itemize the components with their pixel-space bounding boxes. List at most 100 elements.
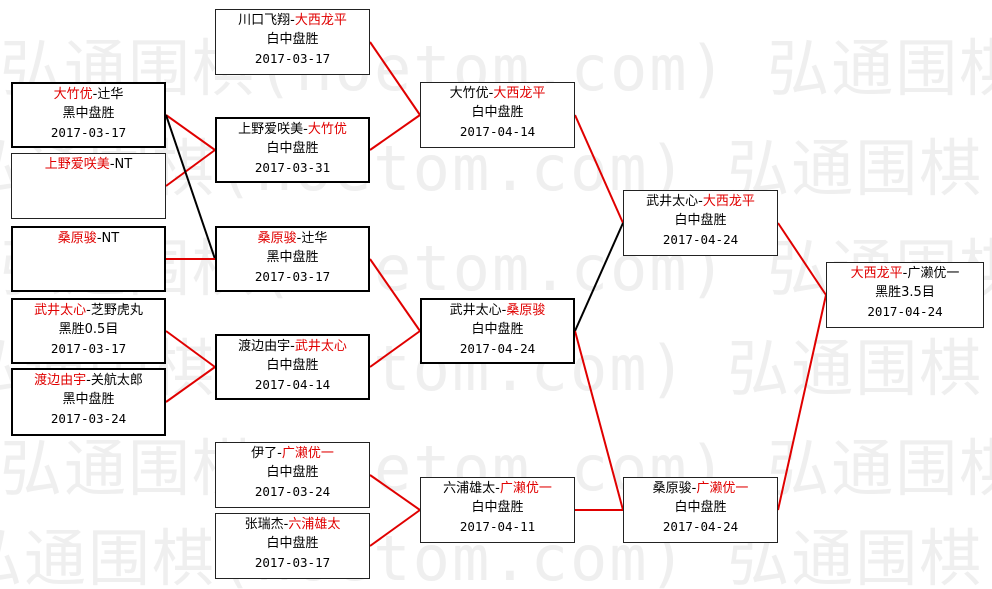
players-line: 大竹优-辻华 [13, 85, 164, 104]
connector-otake-to-r2 [165, 114, 216, 151]
match-date: 2017-04-11 [459, 519, 536, 534]
player-black: 武井太心 [34, 303, 87, 318]
match-box-ueno-nt[interactable]: 上野爱咲美-NT [11, 153, 166, 219]
match-date: 2017-04-24 [662, 519, 739, 534]
players-line: 川口飞翔-大西龙平 [216, 11, 369, 30]
match-date: 2017-03-17 [254, 269, 331, 284]
match-result: 白中盘胜 [674, 500, 727, 515]
connector-mutsuura-to-r3 [369, 509, 421, 547]
connector-hirose-to-r3 [369, 474, 421, 511]
player-black: 六浦雄太 [443, 481, 496, 496]
players-line: 伊了-广濑优一 [216, 444, 369, 463]
player-white: 大竹优 [307, 122, 347, 137]
vs-separator: - [86, 373, 91, 388]
match-result: 白中盘胜 [471, 500, 524, 515]
connector-ueno-to-r2 [165, 149, 216, 187]
vs-separator: - [92, 87, 98, 102]
match-box-mui-onishi[interactable]: 武井太心-大西龙平白中盘胜 2017-04-24 [623, 190, 778, 256]
match-result: 黑胜3.5目 [875, 285, 935, 300]
player-black: 桑原骏 [57, 231, 97, 246]
player-white: NT [114, 157, 133, 172]
match-date: 2017-03-17 [50, 341, 127, 356]
player-black: 大西龙平 [850, 266, 903, 281]
match-box-zhang-mutsuura[interactable]: 张瑞杰-六浦雄太白中盘胜 2017-03-17 [215, 513, 370, 579]
match-result: 白中盘胜 [471, 322, 524, 337]
match-date: 2017-04-14 [254, 377, 331, 392]
players-line: 张瑞杰-六浦雄太 [216, 515, 369, 534]
player-white: 辻华 [97, 87, 124, 102]
players-line: 上野爱咲美-大竹优 [217, 120, 368, 139]
player-white: 广濑优一 [696, 481, 749, 496]
player-white: 广濑优一 [281, 446, 334, 461]
match-date: 2017-04-24 [662, 232, 739, 247]
vs-separator: - [296, 231, 302, 246]
connector-otake-to-r3 [369, 114, 421, 151]
vs-separator: - [495, 481, 500, 496]
player-black: 川口飞翔 [238, 13, 291, 28]
match-result: 白中盘胜 [471, 105, 524, 120]
player-white: 关航太郎 [90, 373, 143, 388]
match-box-otake-onishi[interactable]: 大竹优-大西龙平白中盘胜 2017-04-14 [420, 82, 575, 148]
vs-separator: - [283, 517, 289, 532]
player-white: 大西龙平 [702, 194, 755, 209]
match-result: 黑中盘胜 [62, 106, 115, 121]
player-black: 武井太心 [449, 303, 502, 318]
match-result: 黑胜0.5目 [58, 322, 119, 337]
match-result: 白中盘胜 [674, 213, 727, 228]
player-white: 武井太心 [294, 339, 347, 354]
match-box-final[interactable]: 大西龙平-广濑优一黑胜3.5目 2017-04-24 [826, 262, 984, 328]
vs-separator: - [86, 303, 91, 318]
match-date: 2017-03-17 [254, 555, 331, 570]
player-white: 广濑优一 [907, 266, 960, 281]
vs-separator: - [691, 481, 697, 496]
players-line: 大西龙平-广濑优一 [827, 264, 983, 283]
match-box-mutsuura-hirose[interactable]: 六浦雄太-广濑优一白中盘胜 2017-04-11 [420, 477, 575, 543]
match-result: 黑中盘胜 [62, 392, 115, 407]
players-line: 渡边由宇-武井太心 [217, 337, 368, 356]
match-date: 2017-04-14 [459, 124, 536, 139]
player-black: 大竹优 [449, 86, 489, 101]
players-line: 渡边由宇-关航太郎 [13, 371, 164, 390]
players-line: 六浦雄太-广濑优一 [421, 479, 574, 498]
player-black: 大竹优 [53, 87, 93, 102]
vs-separator: - [501, 303, 507, 318]
vs-separator: - [902, 266, 908, 281]
match-date: 2017-04-24 [459, 341, 536, 356]
player-black: 渡边由宇 [34, 373, 87, 388]
players-line: 武井太心-桑原骏 [422, 301, 573, 320]
match-result: 白中盘胜 [266, 32, 319, 47]
players-line: 桑原骏-辻华 [217, 229, 368, 248]
connector-mui-to-r4 [574, 222, 624, 332]
player-white: NT [101, 231, 120, 246]
match-box-mui-kuwabara[interactable]: 武井太心-桑原骏白中盘胜 2017-04-24 [420, 298, 575, 364]
player-black: 张瑞杰 [244, 517, 284, 532]
player-black: 上野爱咲美 [44, 157, 110, 172]
connector-onishi-to-r3 [369, 41, 421, 116]
vs-separator: - [488, 86, 494, 101]
player-black: 伊了 [251, 446, 278, 461]
connector-hirose-to-final [777, 294, 827, 511]
players-line: 桑原骏-NT [13, 229, 164, 248]
connector-onishi-to-r4 [574, 114, 624, 224]
player-white: 大西龙平 [493, 86, 546, 101]
vs-separator: - [96, 231, 102, 246]
vs-separator: - [698, 194, 703, 209]
player-white: 桑原骏 [506, 303, 546, 318]
vs-separator: - [277, 446, 282, 461]
players-line: 武井太心-大西龙平 [624, 192, 777, 211]
match-result: 白中盘胜 [266, 536, 319, 551]
player-white: 辻华 [301, 231, 328, 246]
vs-separator: - [290, 339, 295, 354]
match-date: 2017-04-24 [867, 304, 943, 319]
match-box-kuwabara-nt[interactable]: 桑原骏-NT [11, 226, 166, 292]
connector-kuwabara-to-r4 [574, 330, 624, 511]
